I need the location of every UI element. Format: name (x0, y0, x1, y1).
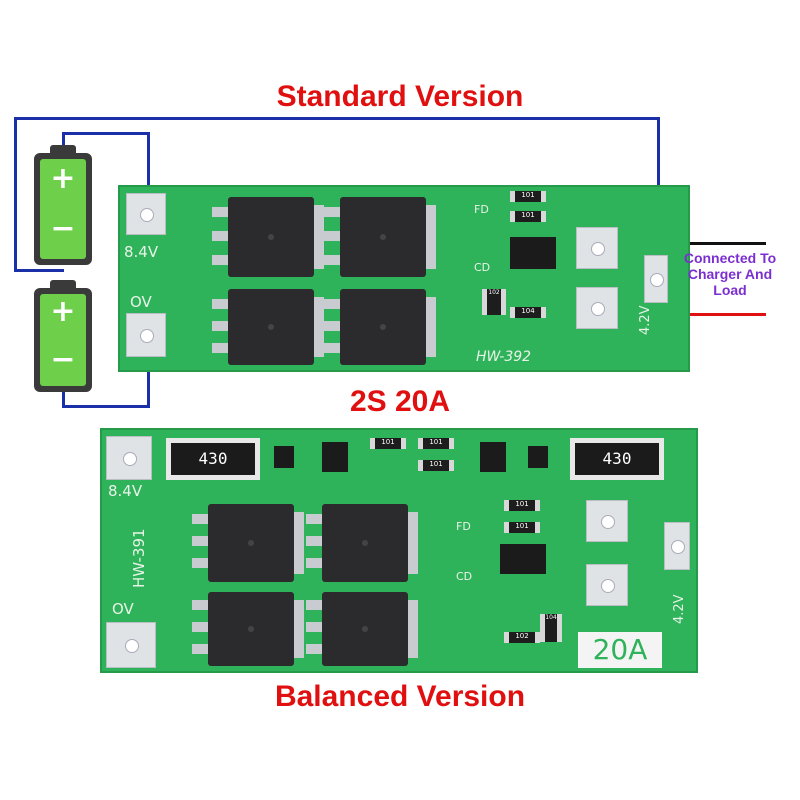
wire-batt-neg-bottom (62, 405, 150, 408)
minus-icon: − (50, 211, 76, 246)
label-fd: FD (456, 520, 471, 533)
ic-chip-3 (480, 442, 506, 472)
output-terminal-top (586, 500, 628, 542)
mosfet-3 (192, 592, 304, 666)
solder-pad-4-2v (644, 255, 668, 303)
callout-line-3: Load (713, 282, 747, 298)
resistor-101-b: 101 (510, 211, 546, 222)
shunt-resistor-left: 430 (166, 438, 260, 480)
output-terminal-bottom (576, 287, 618, 329)
callout-line-1: Connected To (683, 250, 777, 266)
label-cd: CD (474, 261, 491, 274)
resistor-104: 104 (510, 307, 546, 318)
resistor-101-a: 101 (510, 191, 546, 202)
wire-left-vertical (14, 117, 17, 272)
label-4-2v: 4.2V (638, 305, 653, 335)
ic-protection-chip (510, 237, 556, 269)
wire-batt-neg-up (62, 390, 65, 408)
minus-icon: − (50, 342, 76, 377)
wire-batt-pos-down (62, 132, 65, 154)
label-hw-391: HW-391 (130, 528, 148, 588)
ic-chip-2 (322, 442, 348, 472)
ic-chip-4 (528, 446, 548, 468)
label-hw-392: HW-392 (476, 349, 532, 365)
resistor-101-c: 101 (418, 460, 454, 471)
resistor-101-a: 101 (370, 438, 406, 449)
resistor-104: 104 (540, 614, 562, 642)
solder-pad-0v (106, 622, 156, 668)
resistor-101-d: 101 (504, 500, 540, 511)
mosfet-1 (212, 197, 324, 277)
label-0v: OV (130, 293, 152, 311)
resistor-101-b: 101 (418, 438, 454, 449)
charger-load-callout: Connected To Charger And Load (660, 250, 800, 298)
output-terminal-top (576, 227, 618, 269)
model-title: 2S 20A (349, 385, 451, 418)
standard-version-title: Standard Version (276, 80, 524, 113)
mosfet-3 (212, 289, 324, 365)
wire-to-0v (147, 342, 150, 408)
mosfet-4 (324, 289, 436, 365)
balanced-version-title: Balanced Version (274, 680, 526, 713)
mosfet-4 (306, 592, 418, 666)
ic-protection-chip (500, 544, 546, 574)
mosfet-1 (192, 504, 304, 582)
plus-icon: + (50, 294, 76, 329)
label-8-4v: 8.4V (108, 482, 143, 500)
wire-top-long (14, 117, 660, 120)
shunt-resistor-right: 430 (570, 438, 664, 480)
callout-line-2: Charger And (687, 266, 773, 282)
resistor-101-e: 101 (504, 522, 540, 533)
solder-pad-4-2v (664, 522, 690, 570)
pcb-balanced-board: 8.4V HW-391 OV 430 430 101 101 101 FD CD… (100, 428, 698, 673)
label-cd: CD (456, 570, 473, 583)
mosfet-2 (306, 504, 418, 582)
resistor-102: 102 (482, 289, 506, 315)
solder-pad-84v (106, 436, 152, 480)
solder-pad-0v (126, 313, 166, 357)
output-terminal-bottom (586, 564, 628, 606)
mosfet-2 (324, 197, 436, 277)
resistor-102: 102 (504, 632, 540, 643)
battery-cell-top: + − (34, 145, 92, 265)
wire-batt-pos-top (62, 132, 150, 135)
label-20a: 20A (578, 632, 662, 668)
label-fd: FD (474, 203, 489, 216)
ic-chip-1 (274, 446, 294, 468)
wire-to-84v (147, 132, 150, 210)
label-4-2v: 4.2V (672, 594, 687, 624)
plus-icon: + (50, 161, 76, 196)
wire-left-bottom (14, 269, 64, 272)
pcb-standard-board: 8.4V OV FD CD 101 101 104 102 HW-392 4.2… (118, 185, 690, 372)
battery-cell-bottom: + − (34, 280, 92, 392)
label-0v: OV (112, 600, 134, 618)
label-8-4v: 8.4V (124, 243, 159, 261)
solder-pad-84v (126, 193, 166, 235)
